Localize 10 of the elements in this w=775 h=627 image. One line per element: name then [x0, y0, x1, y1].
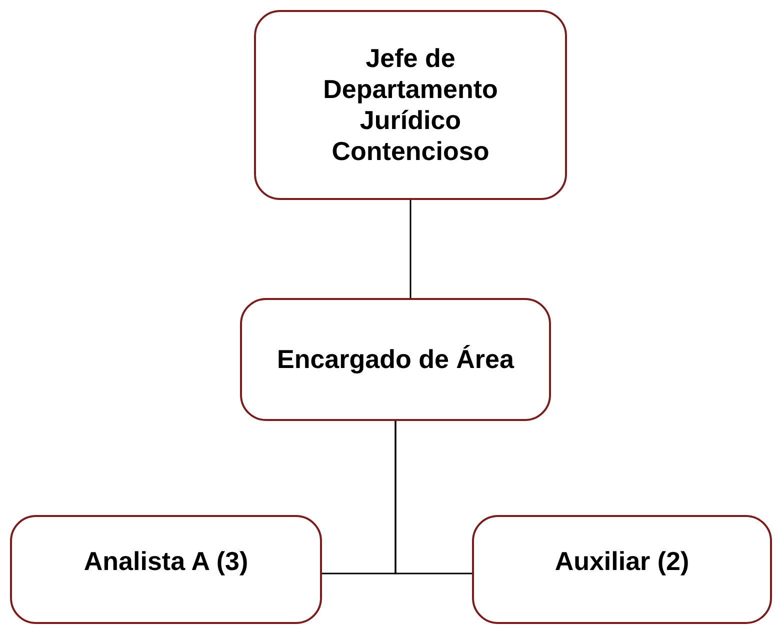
org-box: [10, 515, 322, 624]
role-title: Encargado de Área: [277, 344, 514, 376]
org-box: [472, 515, 772, 624]
role-title: Jefe de Departamento Jurídico Contencioso: [322, 42, 499, 168]
connector-line: [410, 200, 412, 298]
org-box: [254, 10, 567, 200]
role-title: Auxiliar (2): [554, 546, 690, 578]
role-title: Analista A (3): [84, 546, 248, 578]
org-box: [240, 298, 551, 421]
connector-line: [394, 421, 472, 574]
